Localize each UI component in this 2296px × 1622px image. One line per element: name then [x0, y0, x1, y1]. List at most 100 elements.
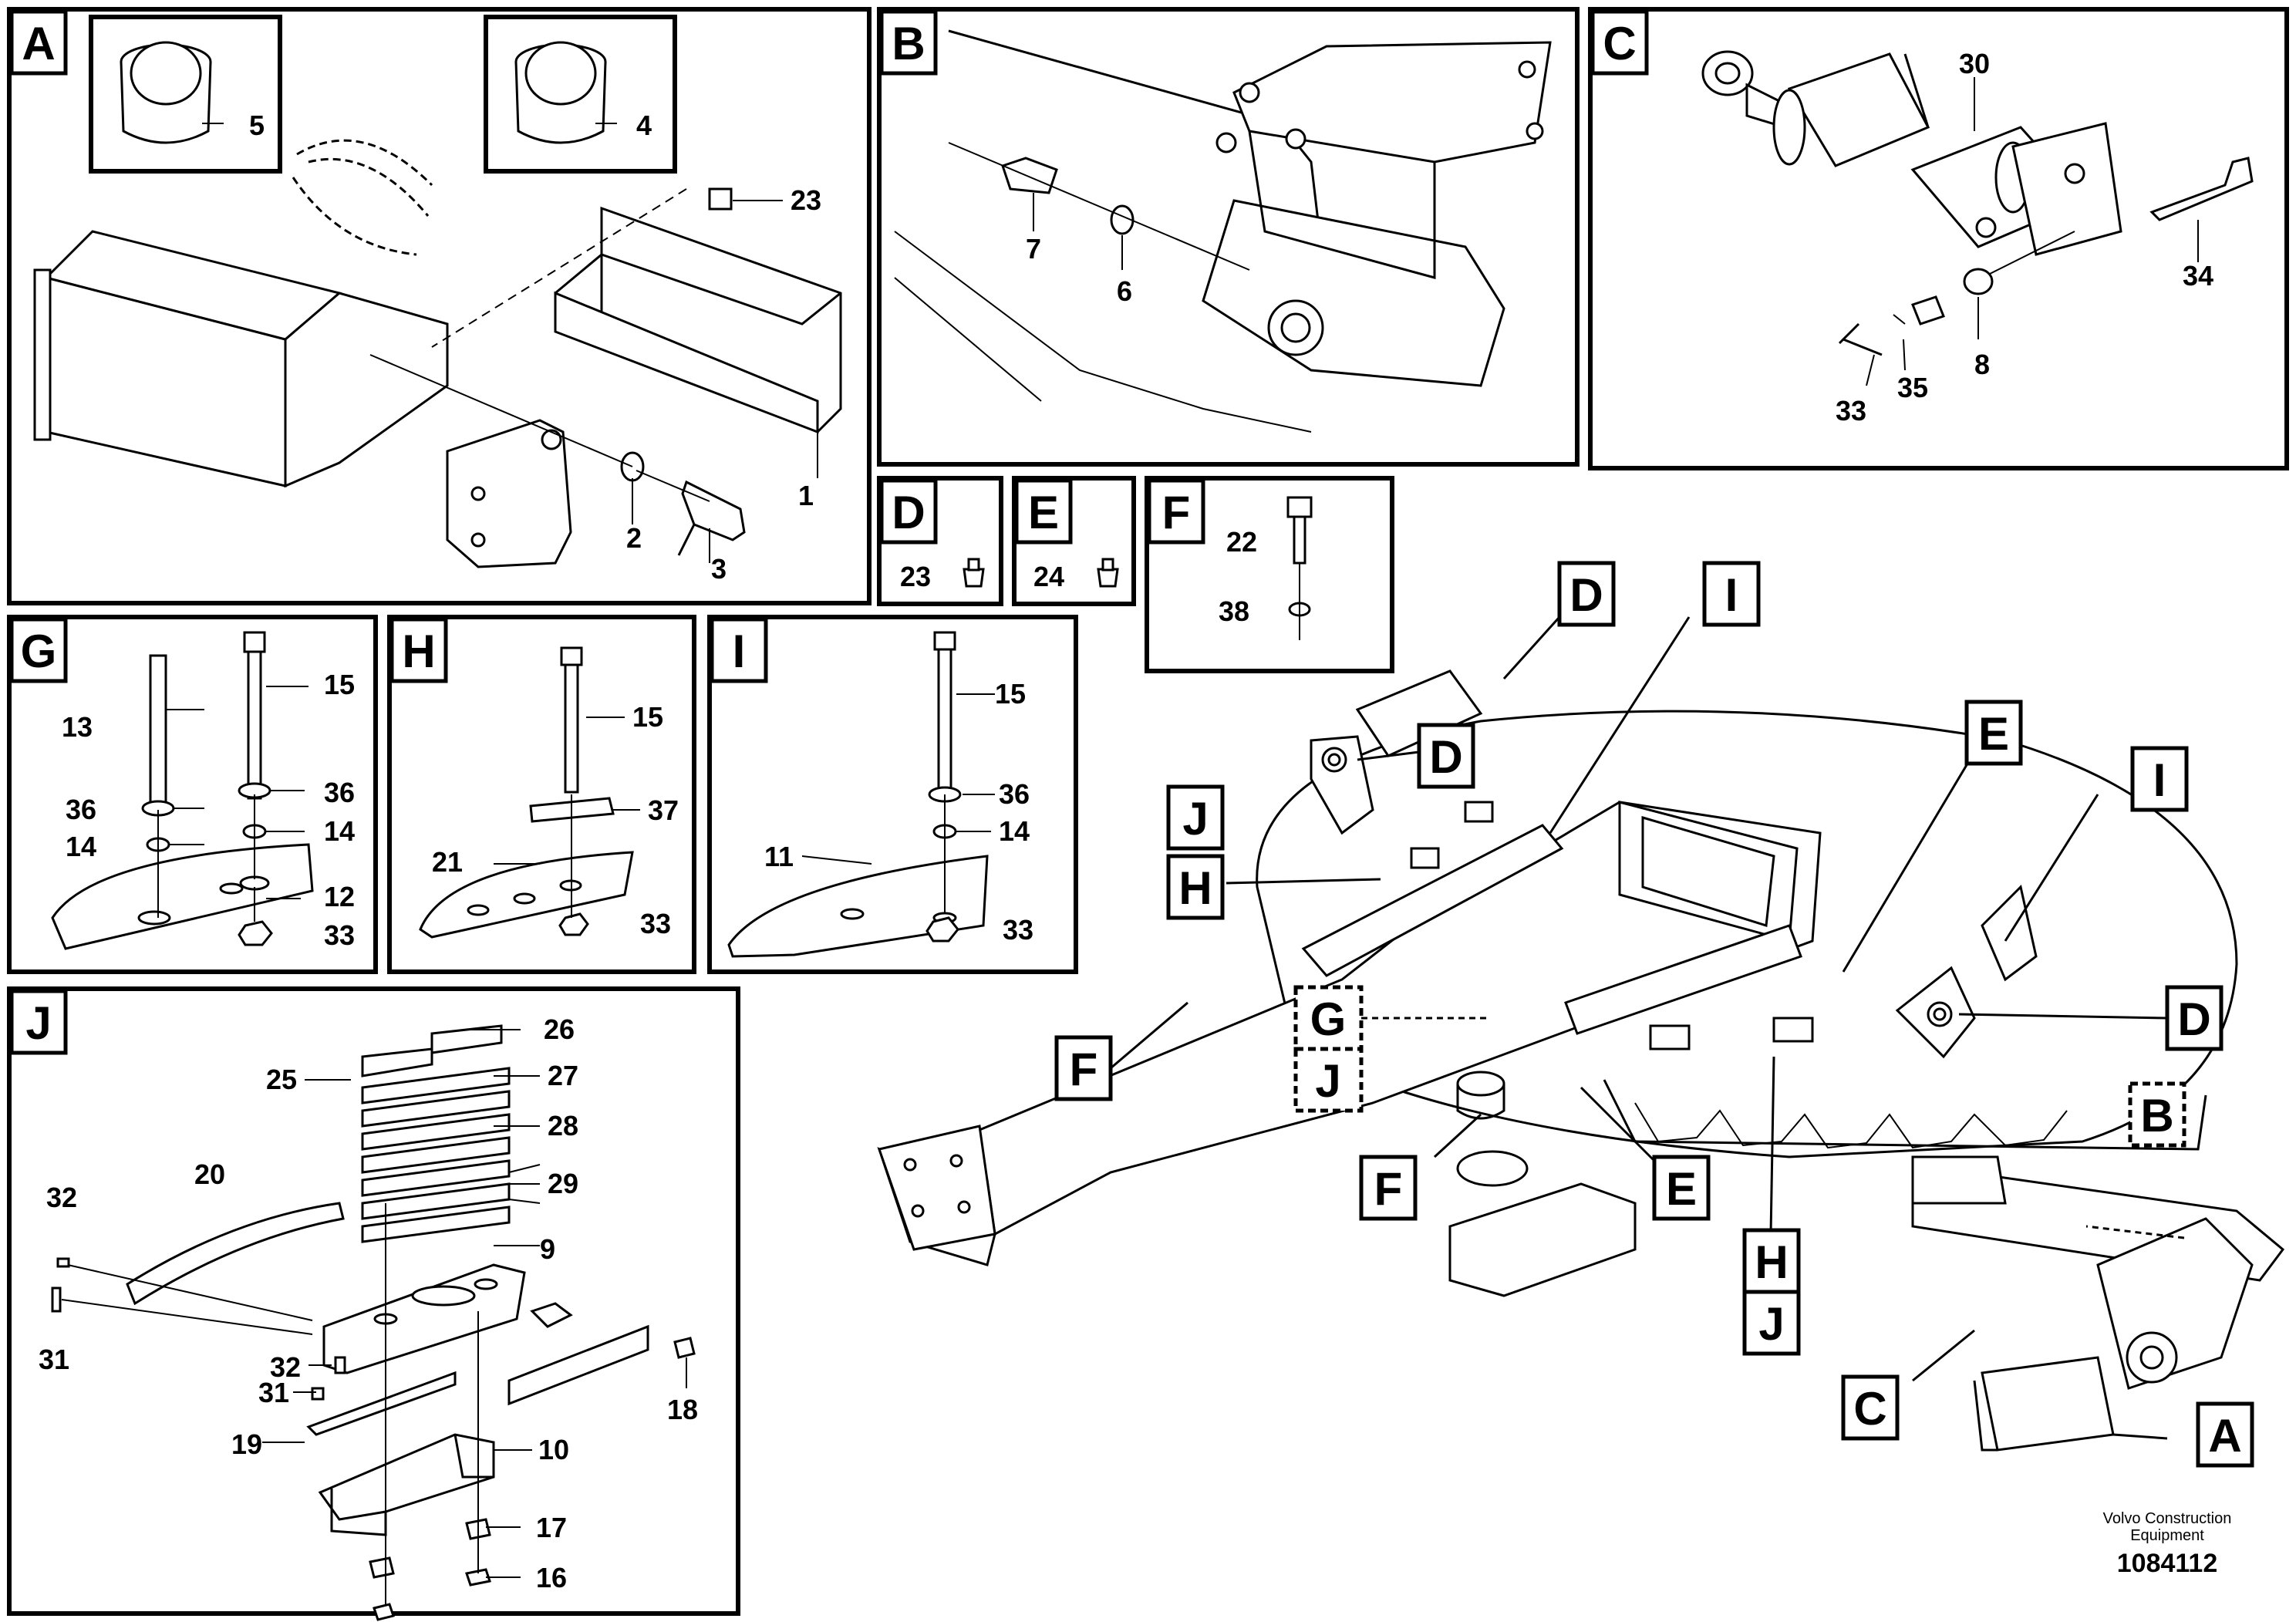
part-label-i-15: 15 — [995, 678, 1026, 710]
part-label-j-16: 16 — [536, 1562, 567, 1593]
part-label-g-36-left: 36 — [66, 794, 96, 825]
part-label-a-23: 23 — [791, 184, 821, 216]
main-tag-j-center: J — [1315, 1055, 1340, 1107]
part-label-a-5: 5 — [249, 110, 265, 141]
part-label-g-33: 33 — [324, 919, 355, 951]
panel-h-frame — [387, 615, 696, 974]
part-label-g-14-left: 14 — [66, 831, 96, 862]
part-label-a-2: 2 — [626, 522, 642, 554]
panel-h-artwork — [419, 646, 640, 939]
part-label-i-36: 36 — [999, 778, 1030, 810]
part-label-h-15: 15 — [632, 701, 663, 733]
part-label-g-14-right: 14 — [324, 815, 355, 847]
panel-b-frame — [877, 7, 1580, 467]
part-label-g-13: 13 — [62, 711, 93, 743]
panel-g-artwork — [51, 631, 314, 950]
tag-boxes — [9, 9, 2254, 1468]
part-label-f-38: 38 — [1219, 595, 1249, 627]
part-label-a-4: 4 — [636, 110, 652, 141]
main-tag-e-bottom: E — [1666, 1163, 1697, 1215]
part-label-c-33: 33 — [1836, 395, 1866, 427]
part-label-j-25: 25 — [266, 1064, 297, 1095]
main-tag-f-left: F — [1070, 1044, 1098, 1095]
part-label-j-28: 28 — [548, 1110, 578, 1141]
panel-j-artwork — [51, 1024, 696, 1621]
part-label-i-11: 11 — [764, 841, 794, 872]
main-tag-c: C — [1853, 1383, 1886, 1435]
footer-company-line2: Equipment — [2130, 1527, 2204, 1544]
part-label-j-26: 26 — [544, 1013, 575, 1045]
part-label-h-33: 33 — [640, 908, 671, 939]
part-label-b-6: 6 — [1117, 275, 1132, 307]
part-label-j-17: 17 — [536, 1512, 567, 1543]
panel-g-frame — [7, 615, 378, 974]
main-tag-i-top: I — [1725, 569, 1738, 621]
panel-f-letter: F — [1162, 487, 1191, 538]
part-label-j-31-center: 31 — [258, 1377, 289, 1408]
part-label-h-37: 37 — [648, 794, 679, 826]
part-label-i-14: 14 — [999, 815, 1030, 847]
panel-d-letter: D — [892, 487, 925, 538]
panel-j-letter: J — [25, 997, 51, 1049]
part-label-j-19: 19 — [231, 1428, 262, 1460]
panel-c-frame — [1588, 7, 2289, 470]
main-tag-a: A — [2208, 1410, 2241, 1462]
part-label-j-10: 10 — [538, 1434, 569, 1465]
panel-a-artwork — [33, 15, 842, 568]
part-label-c-35: 35 — [1897, 372, 1928, 403]
part-label-j-27: 27 — [548, 1060, 578, 1091]
part-label-j-32-left: 32 — [46, 1182, 77, 1213]
panel-g-letter: G — [21, 626, 57, 677]
panels-def-artwork — [963, 496, 1313, 640]
panel-a-letter: A — [22, 18, 55, 69]
panel-c-artwork — [1701, 50, 2254, 386]
panel-i-letter: I — [733, 626, 746, 677]
part-label-a-3: 3 — [711, 553, 727, 585]
panel-i-artwork — [727, 631, 995, 958]
part-label-f-22: 22 — [1226, 526, 1257, 558]
drawing-number: 1084112 — [2117, 1549, 2218, 1578]
panel-h-letter: H — [402, 626, 435, 677]
part-label-j-9: 9 — [540, 1233, 555, 1265]
panel-e-letter: E — [1028, 487, 1059, 538]
main-tag-f-bottom: F — [1374, 1163, 1403, 1215]
part-label-j-18: 18 — [667, 1394, 698, 1425]
part-label-c-34: 34 — [2183, 260, 2213, 292]
main-view-leaders — [1110, 615, 2185, 1440]
main-tag-i-right: I — [2153, 754, 2166, 806]
part-label-i-33: 33 — [1003, 914, 1033, 946]
part-label-e-24: 24 — [1033, 561, 1064, 592]
main-tag-e-top: E — [1978, 708, 2009, 760]
part-label-g-36-right: 36 — [324, 777, 355, 808]
part-label-b-7: 7 — [1026, 233, 1041, 265]
main-tag-d-top: D — [1569, 569, 1603, 621]
main-tag-h-bottom: H — [1755, 1236, 1788, 1288]
main-tag-b: B — [2140, 1090, 2173, 1141]
main-tag-d-left: D — [1429, 731, 1462, 783]
part-label-c-30: 30 — [1959, 48, 1990, 79]
main-tag-j-bottom: J — [1758, 1298, 1784, 1350]
part-label-h-21: 21 — [432, 846, 463, 878]
part-label-j-20: 20 — [194, 1158, 225, 1190]
panel-a-frame — [7, 7, 872, 605]
footer-company-line1: Volvo Construction — [2103, 1510, 2232, 1527]
panel-f-frame — [1145, 476, 1394, 673]
part-label-a-1: 1 — [798, 480, 814, 511]
part-label-j-29: 29 — [548, 1168, 578, 1199]
part-label-g-12: 12 — [324, 881, 355, 912]
part-label-c-8: 8 — [1974, 349, 1990, 380]
part-label-d-23: 23 — [900, 561, 931, 592]
part-label-j-32-center: 32 — [270, 1351, 301, 1383]
panel-e-frame — [1012, 476, 1136, 606]
panel-b-letter: B — [892, 18, 925, 69]
panel-i-frame — [707, 615, 1078, 974]
main-tag-h-left: H — [1178, 862, 1212, 914]
panel-j-frame — [7, 986, 740, 1616]
main-tag-j-left: J — [1182, 793, 1208, 845]
panel-c-letter: C — [1603, 18, 1636, 69]
part-label-g-15: 15 — [324, 669, 355, 700]
part-label-j-31-left: 31 — [39, 1344, 69, 1375]
panel-b-artwork — [894, 29, 1552, 433]
main-tag-d-right: D — [2177, 993, 2210, 1045]
